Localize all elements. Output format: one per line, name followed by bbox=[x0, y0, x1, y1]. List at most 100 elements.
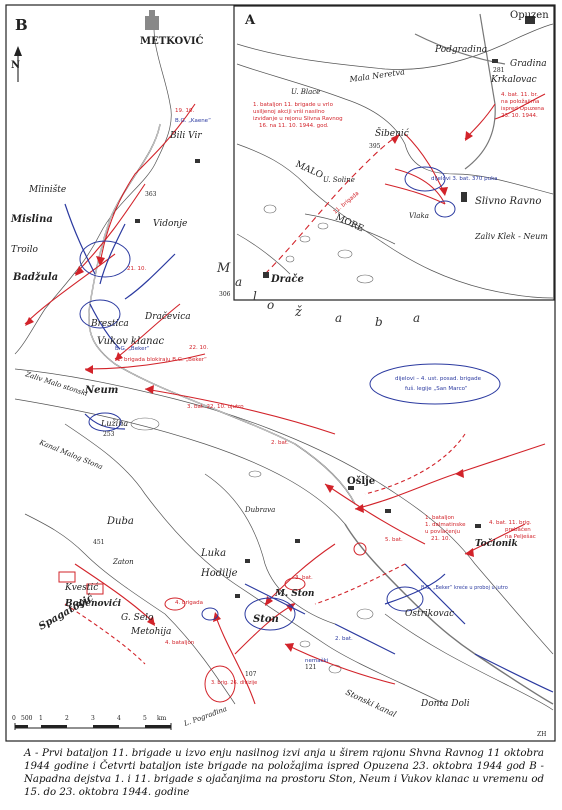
town-topolo: Točionik bbox=[475, 538, 518, 549]
town-luzina: Lužina bbox=[100, 419, 128, 428]
red-arrows bbox=[24, 103, 546, 705]
town-osljne: Ošlje bbox=[347, 476, 375, 487]
sea-letter-7: b bbox=[375, 315, 389, 329]
town-badzula: Badžula bbox=[12, 272, 58, 283]
coastline-b bbox=[14, 15, 554, 711]
note-red-10: 1. dalmatinske bbox=[425, 522, 466, 528]
scale-tick-0: 0 bbox=[12, 715, 16, 722]
settlement-marks bbox=[135, 159, 481, 598]
note-red-11: u povlačenju bbox=[425, 528, 460, 535]
blue-zones bbox=[79, 240, 501, 631]
town-zaton: Zaton bbox=[112, 558, 134, 566]
town-metohija: Metohija bbox=[130, 627, 171, 637]
corner-mark: ZH bbox=[537, 731, 546, 738]
note-red-9: 1. bataljon bbox=[425, 515, 455, 521]
inset-a-coast bbox=[236, 23, 554, 299]
note-red-2: izviđanje u rejonu Slivna Ravnog bbox=[253, 116, 343, 122]
note-red-19: 3. bat. 22. 10. ujutro bbox=[187, 404, 244, 410]
scale-tick-6: 5 bbox=[143, 715, 147, 722]
town-slivno: Slivno Ravno bbox=[475, 196, 541, 207]
town-ston: Ston bbox=[253, 614, 279, 625]
elev-281: 281 bbox=[493, 67, 504, 74]
note-red-21: prebačen bbox=[505, 526, 531, 533]
label-ublace: U. Blace bbox=[291, 88, 320, 96]
panel-b-label: B bbox=[15, 16, 28, 34]
town-troilo: Troilo bbox=[11, 245, 38, 255]
note-red-3: 16. na 11. 10. 1944. god. bbox=[259, 123, 329, 129]
north-letter: N bbox=[11, 60, 20, 71]
inset-a-red-heads bbox=[391, 131, 473, 196]
note-blue-3: dijelovi – 4. ust. posad. brigade bbox=[395, 376, 482, 382]
town-luka: Luka bbox=[200, 548, 226, 559]
scale-tick-2: 1 bbox=[39, 715, 43, 722]
inset-a-marks bbox=[263, 16, 535, 278]
town-opuzen: Opuzen bbox=[510, 10, 549, 21]
label-usoline: U. Soline bbox=[323, 176, 355, 184]
town-kvestic: Kvestić bbox=[64, 582, 99, 593]
sea-letter-3: l bbox=[253, 289, 263, 303]
town-vidonje: Vidonje bbox=[153, 219, 187, 229]
note-red-6: ispred Opuzena bbox=[501, 106, 544, 112]
map-caption: A - Prvi bataljon 11. brigade u izvo enj… bbox=[24, 748, 544, 798]
town-dubrava: Dubrava bbox=[244, 506, 275, 514]
note-red-17: 3. brig. 26. divizije bbox=[211, 680, 257, 686]
note-blue-7: nemački bbox=[305, 657, 329, 664]
note-red-26: 22. 10. bbox=[189, 345, 208, 351]
sea-letter-2: a bbox=[235, 275, 248, 289]
note-blue-2: dijelovi 3. bat. 370 puka bbox=[431, 176, 498, 182]
scale-tick-1: 500 bbox=[21, 715, 33, 722]
town-ostrikovac: Ostrikovac bbox=[405, 609, 454, 619]
scale-unit: km bbox=[157, 715, 167, 722]
red-zones bbox=[58, 542, 367, 703]
note-red-18: 1. brigada blokiraju B.G. „Beker“ bbox=[117, 357, 207, 363]
elev-253: 253 bbox=[103, 431, 115, 438]
town-metkovic: METKOVIĆ bbox=[140, 35, 204, 47]
sea-letter-4: o bbox=[267, 298, 280, 312]
town-dracevica: Dračevica bbox=[144, 311, 191, 322]
town-vukovklanac: Vukov klanac bbox=[97, 336, 165, 347]
town-mliniste: Mlinište bbox=[28, 184, 66, 195]
town-gradina: Gradina bbox=[510, 59, 547, 69]
town-drace: Drače bbox=[270, 274, 304, 285]
note-red-25: 21. 10. bbox=[127, 266, 146, 272]
map-figure: B A N METKOVIĆ Bili Vir Mlinište Mislina… bbox=[5, 4, 556, 742]
elev-306: 306 bbox=[219, 291, 231, 298]
inset-a-islands bbox=[263, 204, 374, 284]
town-neum: Neum bbox=[84, 385, 118, 396]
town-mston: M. Ston bbox=[274, 589, 314, 599]
panel-a-label: A bbox=[244, 13, 256, 28]
note-blue-0: B.G. „Kaene“ bbox=[175, 118, 211, 124]
note-red-20: 4. bat. 11. brig. bbox=[489, 520, 532, 526]
town-podgradina: Podgradina bbox=[434, 45, 487, 55]
scale-tick-3: 2 bbox=[65, 715, 69, 722]
note-red-24: 19. 10. bbox=[175, 108, 194, 114]
note-red-15: 3. bat. bbox=[295, 575, 313, 581]
town-gselo: G. Selo bbox=[121, 613, 154, 623]
metkovic-symbol bbox=[145, 10, 159, 30]
inset-a-frame bbox=[233, 5, 555, 301]
note-red-0: 1. bataljon 11. brigade u vrlo bbox=[253, 102, 334, 108]
note-blue-1: B.G. „Beker“ bbox=[115, 346, 150, 352]
note-red-7: 23. 10. 1944. bbox=[501, 113, 538, 119]
note-red-13: 5. bat. bbox=[385, 537, 403, 543]
note-red-22: na Pelješac bbox=[505, 533, 536, 540]
town-boljenovici: Boljenovići bbox=[64, 598, 122, 609]
label-vlaka: Vlaka bbox=[409, 212, 429, 220]
note-red-14: 2. bat. bbox=[271, 440, 289, 446]
inset-a-blue bbox=[404, 166, 456, 218]
elev-121: 121 bbox=[305, 664, 316, 671]
town-sibenic: Šibenić bbox=[375, 127, 410, 139]
sea-letter-1: M bbox=[216, 261, 236, 276]
town-misline: Mislina bbox=[10, 214, 53, 225]
note-blue-6: 2. bat. bbox=[335, 636, 353, 642]
elev-363: 363 bbox=[145, 191, 157, 198]
label-zaliv-klek: Zaliv Klek - Neum bbox=[474, 232, 548, 241]
map-canvas: B A N METKOVIĆ Bili Vir Mlinište Mislina… bbox=[5, 4, 556, 742]
note-red-5: na položajima bbox=[501, 98, 539, 105]
scale-tick-5: 4 bbox=[117, 715, 121, 722]
note-red-1: usiljenoj akciji vrši nasilno bbox=[253, 108, 325, 115]
town-brestica: Brestica bbox=[90, 319, 129, 329]
town-bilivir: Bili Vir bbox=[169, 131, 202, 141]
islands-b bbox=[130, 417, 374, 674]
elev-395: 395 bbox=[369, 143, 381, 150]
